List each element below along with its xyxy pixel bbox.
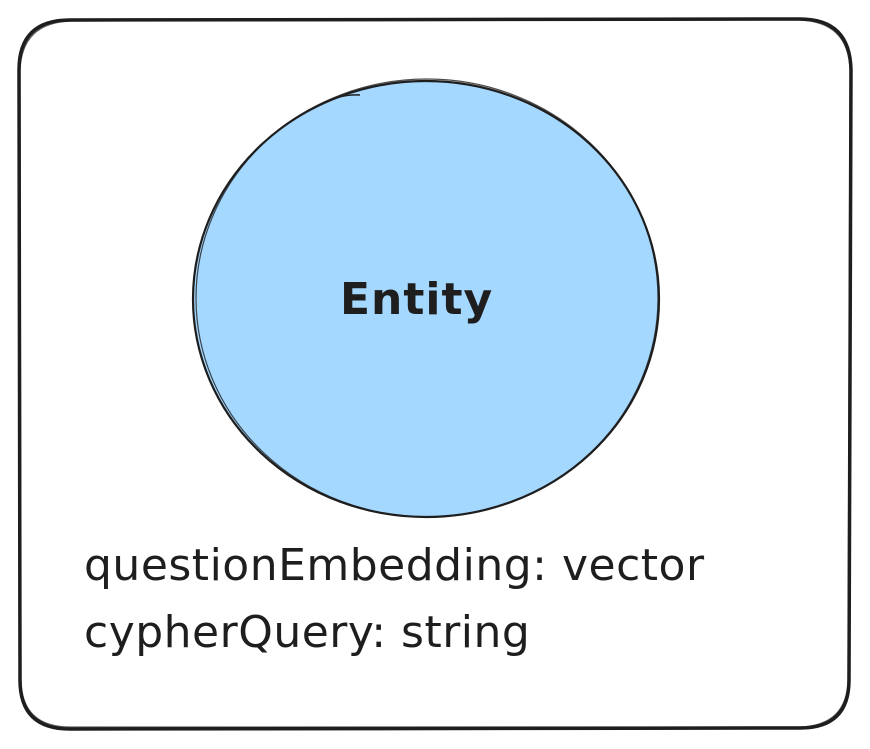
property-cypher-query: cypherQuery: string <box>84 607 531 658</box>
entity-node[interactable] <box>191 78 661 519</box>
entity-label: Entity <box>340 274 494 325</box>
property-question-embedding: questionEmbedding: vector <box>84 540 705 591</box>
